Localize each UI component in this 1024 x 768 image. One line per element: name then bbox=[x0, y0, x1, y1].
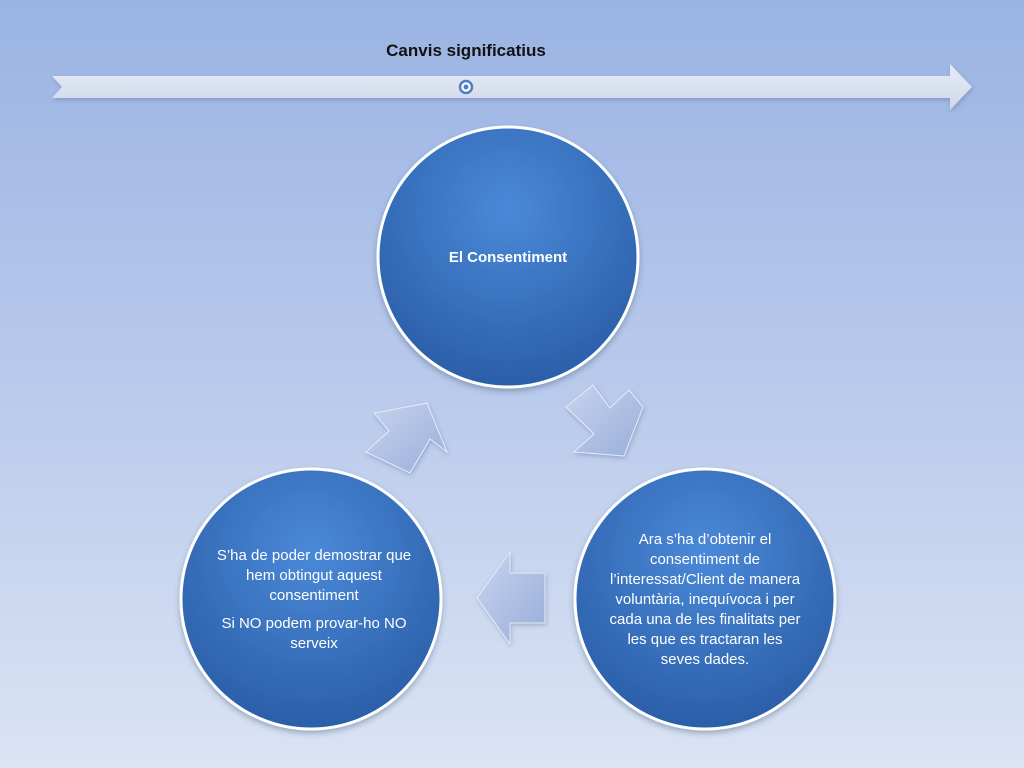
curved-arrow-icon bbox=[476, 550, 546, 646]
timeline bbox=[52, 64, 972, 110]
curved-arrow-icon bbox=[365, 402, 449, 474]
cycle-nodes bbox=[179, 125, 837, 731]
curved-arrow-icon bbox=[565, 384, 644, 457]
cycle-node-left-label: S’ha de poder demostrar que hem obtingut… bbox=[216, 547, 412, 604]
timeline-dot-center bbox=[463, 84, 469, 90]
cycle-node-right-text: Ara s’ha d’obtenir el consentiment de l’… bbox=[608, 510, 802, 690]
cycle-node-right bbox=[573, 467, 837, 731]
cycle-arrows bbox=[365, 384, 644, 646]
cycle-node-top-text: El Consentiment bbox=[398, 236, 618, 280]
cycle-node-top bbox=[376, 125, 640, 389]
cycle-node-left bbox=[179, 467, 443, 731]
cycle-node-right-label: Ara s’ha d’obtenir el consentiment de l’… bbox=[609, 531, 801, 668]
timeline-arrow bbox=[52, 64, 972, 110]
cycle-node-left-text: S’ha de poder demostrar que hem obtingut… bbox=[214, 525, 414, 675]
timeline-title: Canvis significatius bbox=[386, 41, 546, 60]
cycle-node-top-label: El Consentiment bbox=[448, 249, 568, 266]
cycle-node-left-note: Si NO podem provar-ho NO serveix bbox=[221, 615, 407, 652]
